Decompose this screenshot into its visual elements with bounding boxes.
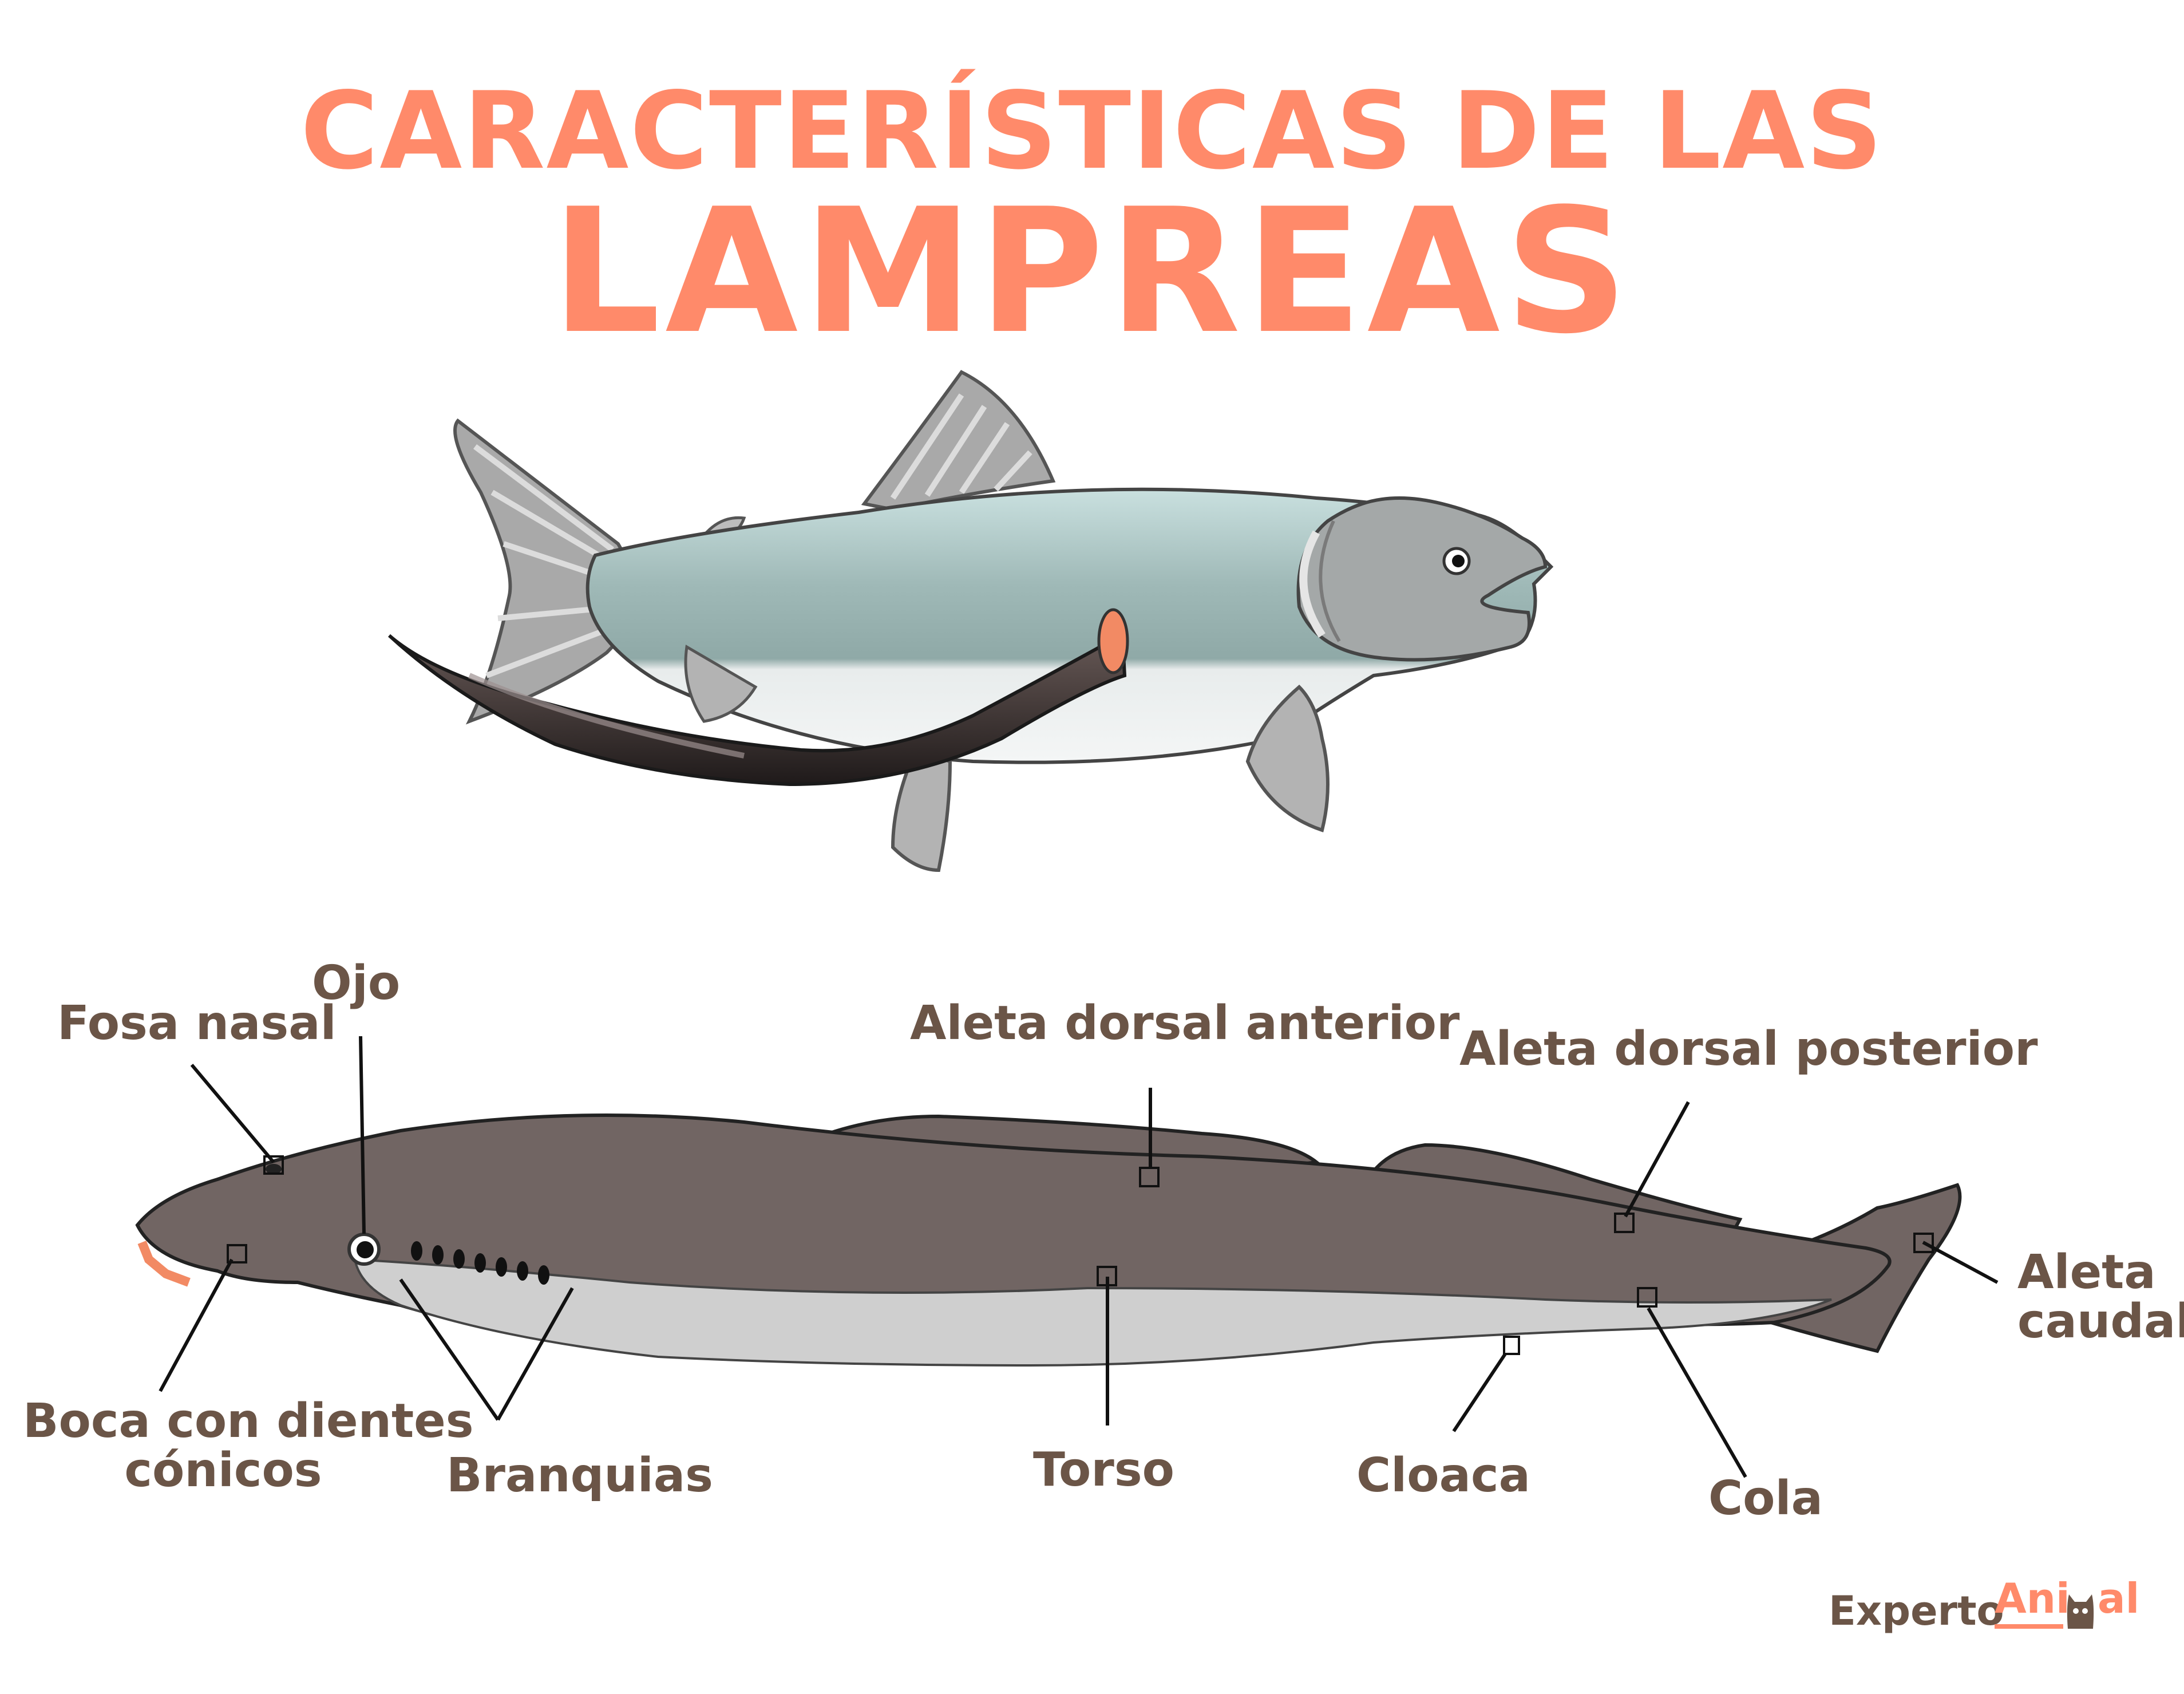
label-branquias: Branquias [446, 1448, 713, 1503]
title-line-2: LAMPREAS [551, 172, 1633, 372]
label-boca-line2: cónicos [124, 1443, 322, 1498]
cat-icon [2067, 1594, 2094, 1629]
label-boca-con-dientes-conicos: Boca con dientes cónicos [23, 1394, 474, 1498]
fish-head [1296, 496, 1548, 662]
label-aleta-caudal: Aleta caudal [2017, 1245, 2184, 1349]
label-aleta-dorsal-anterior: Aleta dorsal anterior [910, 996, 1460, 1051]
nostril [266, 1164, 282, 1174]
lamprey-belly [353, 1258, 1832, 1367]
label-cola: Cola [1708, 1471, 1823, 1526]
logo-text-ani: Ani [1995, 1574, 2070, 1622]
fish-pectoral-fin [1245, 684, 1330, 832]
title-line-1: CARACTERÍSTICAS DE LAS [300, 69, 1884, 193]
label-torso: Torso [1033, 1443, 1174, 1497]
label-aleta-caudal-line1: Aleta [2017, 1245, 2156, 1300]
lamprey-oral-disc [1097, 608, 1129, 674]
label-boca-line1: Boca con dientes [23, 1394, 474, 1448]
gill-openings [411, 1241, 549, 1285]
leader-boca [159, 1258, 234, 1392]
logo-text-al: al [2098, 1574, 2140, 1622]
fish-anal-fin [891, 748, 952, 872]
leader-ojo [359, 1036, 366, 1234]
label-cloaca: Cloaca [1356, 1448, 1530, 1503]
leader-branquias-1 [399, 1278, 500, 1421]
leader-fosa-nasal [190, 1064, 275, 1163]
conical-teeth [137, 1241, 191, 1287]
label-fosa-nasal: Fosa nasal [57, 996, 337, 1051]
logo-text-experto: Experto [1829, 1588, 2004, 1634]
leader-aleta-caudal [1922, 1241, 1999, 1284]
leader-aleta-dorsal-posterior [1624, 1101, 1690, 1218]
leader-cloaca [1452, 1344, 1513, 1432]
logo-underline [1995, 1624, 2063, 1629]
leader-branquias-2 [496, 1287, 574, 1421]
label-ojo: Ojo [312, 956, 401, 1010]
label-aleta-caudal-line2: caudal [2017, 1294, 2184, 1349]
leader-cola [1647, 1307, 1747, 1478]
expertoanimal-logo: Experto Ani al [1829, 1571, 2149, 1634]
label-aleta-dorsal-posterior: Aleta dorsal posterior [1459, 1022, 2038, 1076]
